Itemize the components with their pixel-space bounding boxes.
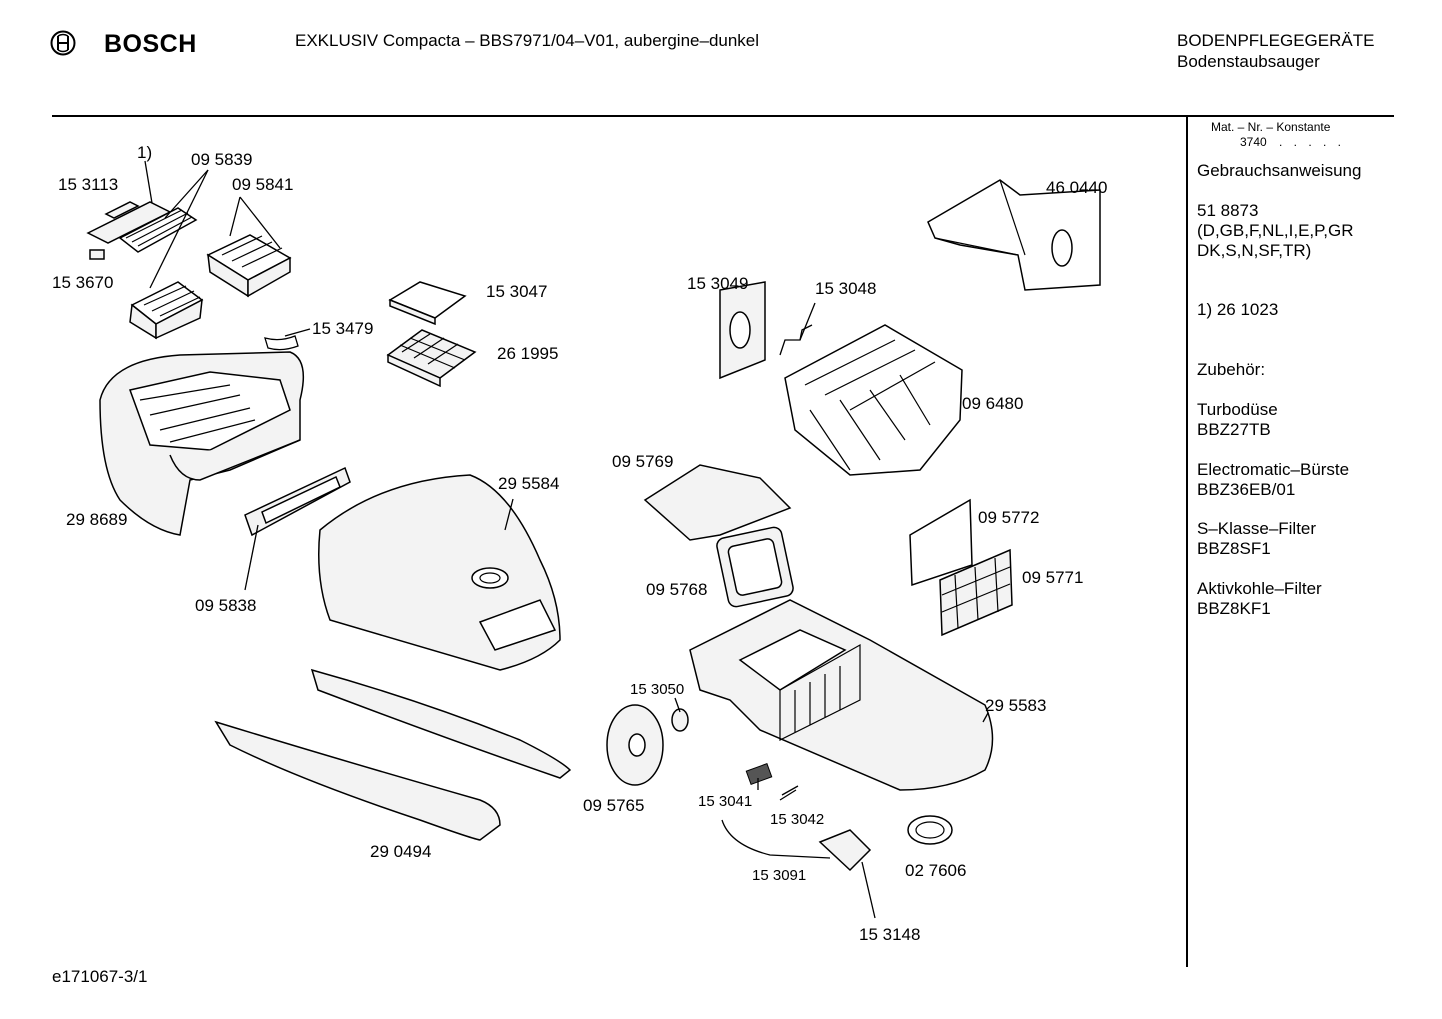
callout-label: 09 5765	[583, 796, 645, 815]
bosch-logo-icon	[50, 30, 76, 56]
footnote: 1) 26 1023	[1197, 300, 1279, 319]
callout-label: 29 5584	[498, 474, 560, 493]
dust-bag-part	[927, 179, 1101, 291]
motor-filter-part	[388, 281, 467, 326]
callout-label: 15 3050	[630, 681, 685, 698]
callout-label: 29 8689	[66, 510, 128, 529]
filter-grille-part	[129, 281, 204, 340]
callout-label: 15 3670	[52, 273, 114, 292]
exhaust-filter-sheet-part	[909, 498, 973, 587]
brand-name: BOSCH	[104, 30, 197, 58]
base-bumper-part	[214, 720, 501, 841]
callout-label: 29 5583	[985, 696, 1047, 715]
mat-nr-value: 3740	[1240, 135, 1267, 149]
switch-part	[818, 829, 872, 872]
accessory-name: S–Klasse–Filter	[1197, 519, 1317, 538]
cable-part	[721, 819, 831, 859]
leader-lines	[144, 160, 989, 919]
manual-title: Gebrauchsanweisung	[1197, 161, 1362, 180]
top-cover-part	[318, 474, 561, 671]
handle-grip-part	[244, 466, 351, 537]
accessory-code: BBZ8SF1	[1197, 539, 1271, 558]
callout-label: 09 5841	[232, 175, 294, 194]
callout-label: 46 0440	[1046, 178, 1108, 197]
sidebar-divider	[1186, 117, 1188, 967]
clip-part	[264, 335, 299, 351]
filter-frame-part	[386, 329, 477, 388]
accessory-name: Electromatic–Bürste	[1197, 460, 1350, 479]
bag-holder-part	[719, 281, 766, 380]
seal-ring-part	[716, 526, 794, 608]
spring-clip-part	[779, 324, 813, 356]
accessory-code: BBZ27TB	[1197, 420, 1271, 439]
callout-label: 09 5768	[646, 580, 708, 599]
wheel-part	[606, 704, 664, 786]
callout-label: 1)	[137, 143, 153, 162]
callout-label: 15 3048	[815, 279, 877, 298]
header-divider	[52, 115, 1394, 117]
spring-part	[779, 785, 799, 801]
callout-label: 09 6480	[962, 394, 1024, 413]
callout-label: 09 5769	[612, 452, 674, 471]
bag-basket-part	[784, 324, 963, 476]
accessories-title: Zubehör:	[1197, 360, 1266, 379]
exploded-parts-drawing	[86, 160, 1101, 919]
base-chassis-part	[689, 599, 994, 791]
category-title: BODENPFLEGEGERÄTE	[1177, 31, 1375, 50]
callout-label: 09 5839	[191, 150, 253, 169]
hose-connector-part	[907, 815, 953, 845]
callout-label: 26 1995	[497, 344, 559, 363]
axle-sleeve-part	[671, 708, 689, 732]
mat-nr-label: Mat. – Nr. – Konstante	[1211, 120, 1331, 134]
callout-label: 15 3479	[312, 319, 374, 338]
drawing-id: e171067-3/1	[52, 967, 148, 986]
filter-holder-part	[86, 201, 198, 260]
callout-label: 09 5771	[1022, 568, 1084, 587]
accessory-code: BBZ36EB/01	[1197, 480, 1296, 499]
callout-label: 15 3113	[58, 175, 119, 194]
callout-label: 29 0494	[370, 842, 432, 861]
manual-languages-line-1: (D,GB,F,NL,I,E,P,GR	[1197, 221, 1354, 240]
manual-languages-line-2: DK,S,N,SF,TR)	[1197, 241, 1312, 260]
motor-protection-filter-part	[643, 464, 792, 541]
accessory-name: Aktivkohle–Filter	[1197, 579, 1322, 598]
callout-label: 15 3049	[687, 274, 749, 293]
callout-label: 09 5772	[978, 508, 1040, 527]
callout-label: 15 3148	[859, 925, 921, 944]
callout-label: 02 7606	[905, 861, 967, 880]
callout-label: 15 3047	[486, 282, 548, 301]
accessory-name: Turbodüse	[1197, 400, 1278, 419]
accessory-code: BBZ8KF1	[1197, 599, 1271, 618]
cable-clip-part	[745, 763, 773, 785]
callout-label: 09 5838	[195, 596, 257, 615]
filter-cassette-part	[206, 234, 292, 298]
manual-number: 51 8873	[1197, 201, 1259, 220]
mat-nr-dots: . . . . .	[1279, 135, 1346, 149]
upper-housing-part	[99, 351, 305, 536]
callout-label: 15 3041	[698, 793, 753, 810]
bumper-strip-part	[310, 668, 572, 779]
model-title: EXKLUSIV Compacta – BBS7971/04–V01, aube…	[295, 31, 760, 50]
callout-label: 15 3042	[770, 811, 825, 828]
subcategory-title: Bodenstaubsauger	[1177, 52, 1320, 71]
exhaust-grille-part	[939, 548, 1013, 637]
callout-label: 15 3091	[752, 867, 807, 884]
